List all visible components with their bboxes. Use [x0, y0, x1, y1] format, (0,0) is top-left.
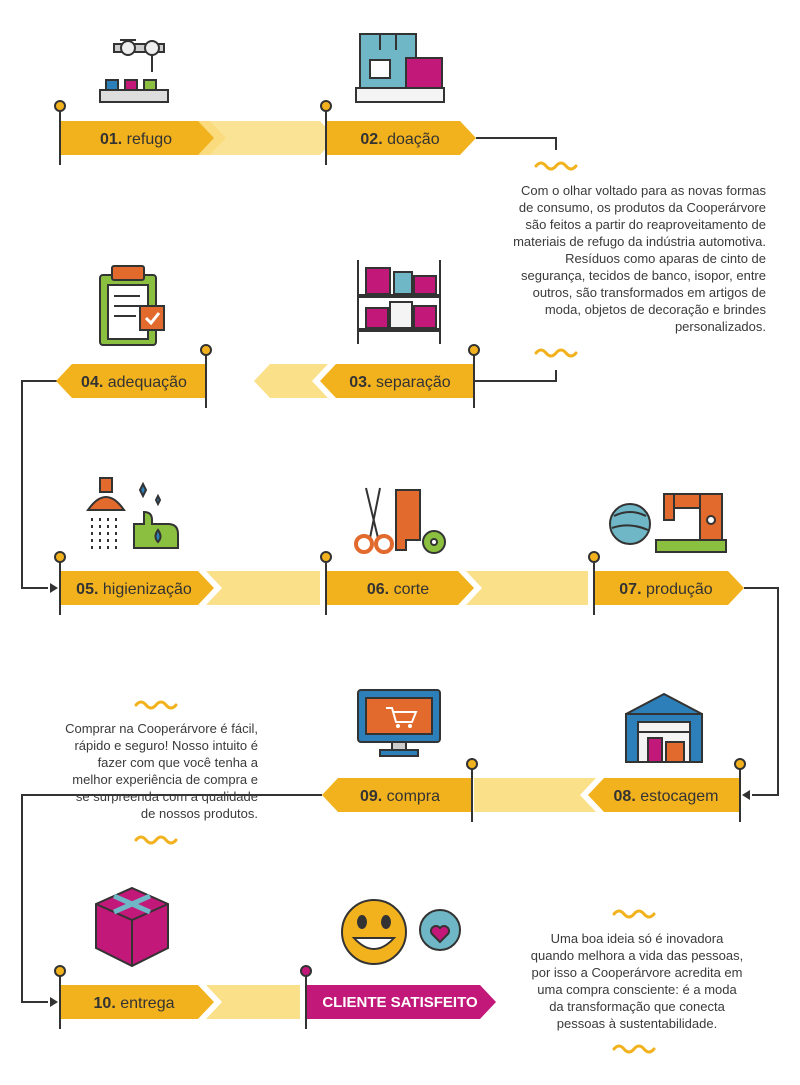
step-label-02: 02. doação	[360, 131, 439, 148]
description-compra: Comprar na Cooperárvore é fácil, rápido …	[65, 721, 258, 821]
pins	[54, 100, 746, 1029]
wave-decorations	[134, 161, 656, 1054]
step-label-09: 09. compra	[360, 788, 440, 805]
sewing-machine-icon	[609, 493, 727, 553]
description-final: Uma boa ideia só é inovadora quando melh…	[530, 931, 744, 1031]
gift-box-icon	[95, 886, 169, 968]
shelves-icon	[357, 260, 441, 344]
robot-arm-icon	[99, 39, 169, 103]
smiley-icon	[341, 899, 461, 965]
final-label: CLIENTE SATISFEITO	[322, 994, 478, 1011]
band-row-4	[322, 778, 740, 812]
clipboard-icon	[99, 265, 165, 346]
step-label-08: 08. estocagem	[614, 788, 719, 805]
step-label-05: 05. higienização	[76, 581, 192, 598]
connector-arrowheads	[50, 583, 750, 1007]
step-label-03: 03. separação	[349, 374, 451, 391]
step-label-04: 04. adequação	[81, 374, 187, 391]
computer-cart-icon	[357, 689, 441, 757]
step-label-01: 01. refugo	[100, 131, 172, 148]
step-label-06: 06. corte	[367, 581, 429, 598]
donation-boxes-icon	[355, 33, 445, 103]
step-label-10: 10. entrega	[94, 995, 175, 1012]
band-row-2	[56, 364, 474, 398]
scissors-tape-icon	[354, 487, 446, 554]
band-row-5	[60, 985, 496, 1019]
description-doacao: Com o olhar voltado para as novas formas…	[513, 183, 766, 334]
band-row-1	[60, 121, 476, 155]
warehouse-icon	[625, 692, 703, 763]
hygiene-icon	[86, 477, 179, 552]
band-row-3	[60, 571, 744, 605]
step-label-07: 07. produção	[619, 581, 713, 598]
connector-lines	[21, 137, 779, 1003]
